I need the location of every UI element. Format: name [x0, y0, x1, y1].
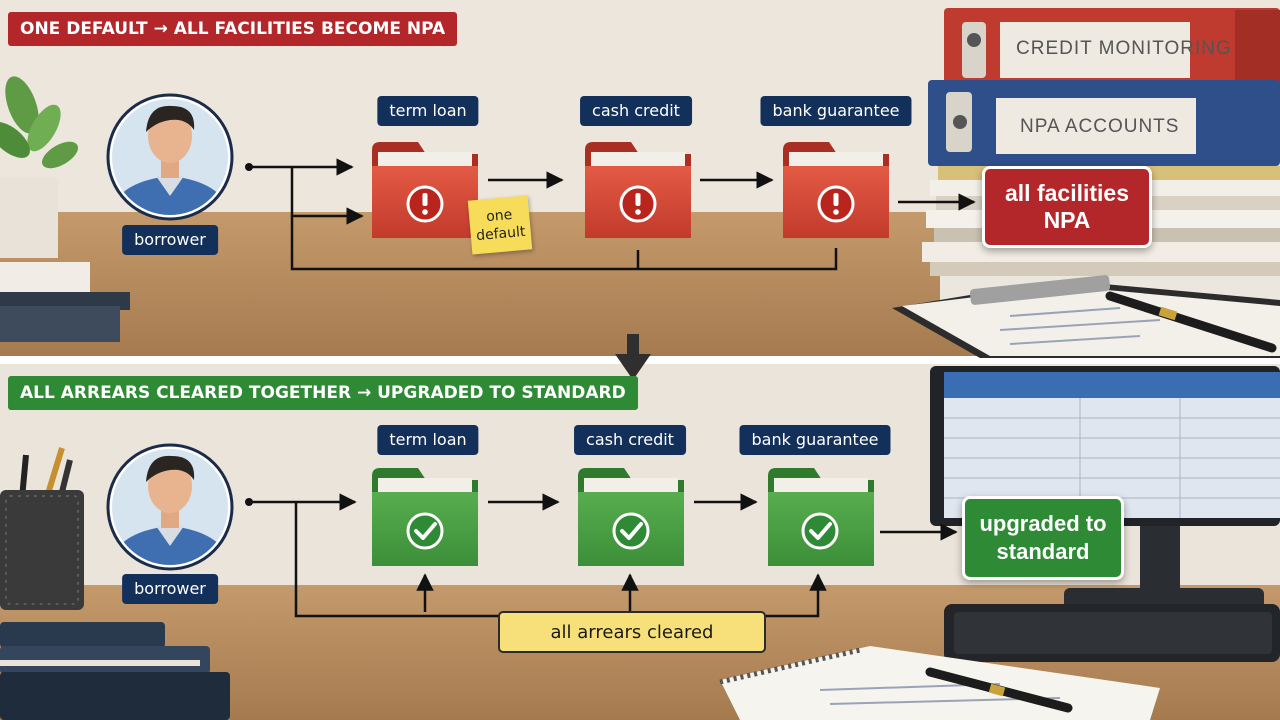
outcome-standard-box: upgraded to standard — [962, 496, 1124, 580]
keyboard-icon — [944, 604, 1280, 662]
borrower-avatar — [108, 445, 232, 572]
facility-label-term-loan: term loan — [377, 425, 478, 455]
outcome-standard-text: upgraded to standard — [965, 510, 1121, 566]
bottom-banner: ALL ARREARS CLEARED TOGETHER → UPGRADED … — [8, 376, 638, 410]
sticky-note-text: one default — [469, 204, 532, 245]
trigger-pill: all arrears cleared — [498, 611, 766, 653]
checkmark-icon — [614, 514, 648, 548]
exclamation-icon — [621, 187, 655, 221]
checkmark-icon — [408, 514, 442, 548]
exclamation-icon — [408, 187, 442, 221]
facility-label-term-loan: term loan — [377, 96, 478, 126]
outcome-npa-text: all facilities NPA — [985, 180, 1149, 234]
borrower-label: borrower — [122, 225, 218, 255]
top-banner: ONE DEFAULT → ALL FACILITIES BECOME NPA — [8, 12, 457, 46]
binder-label-credit-monitoring: CREDIT MONITORING — [1016, 38, 1232, 60]
exclamation-icon — [819, 187, 853, 221]
facility-label-bank-guarantee: bank guarantee — [739, 425, 890, 455]
borrower-avatar — [108, 95, 232, 222]
facility-label-bank-guarantee: bank guarantee — [760, 96, 911, 126]
outcome-npa-box: all facilities NPA — [982, 166, 1152, 248]
sticky-note: one default — [468, 195, 532, 254]
trigger-pill-text: all arrears cleared — [551, 622, 714, 643]
checkmark-icon — [803, 514, 837, 548]
borrower-label: borrower — [122, 574, 218, 604]
binder-label-npa-accounts: NPA ACCOUNTS — [1020, 116, 1179, 138]
facility-label-cash-credit: cash credit — [580, 96, 692, 126]
facility-label-cash-credit: cash credit — [574, 425, 686, 455]
